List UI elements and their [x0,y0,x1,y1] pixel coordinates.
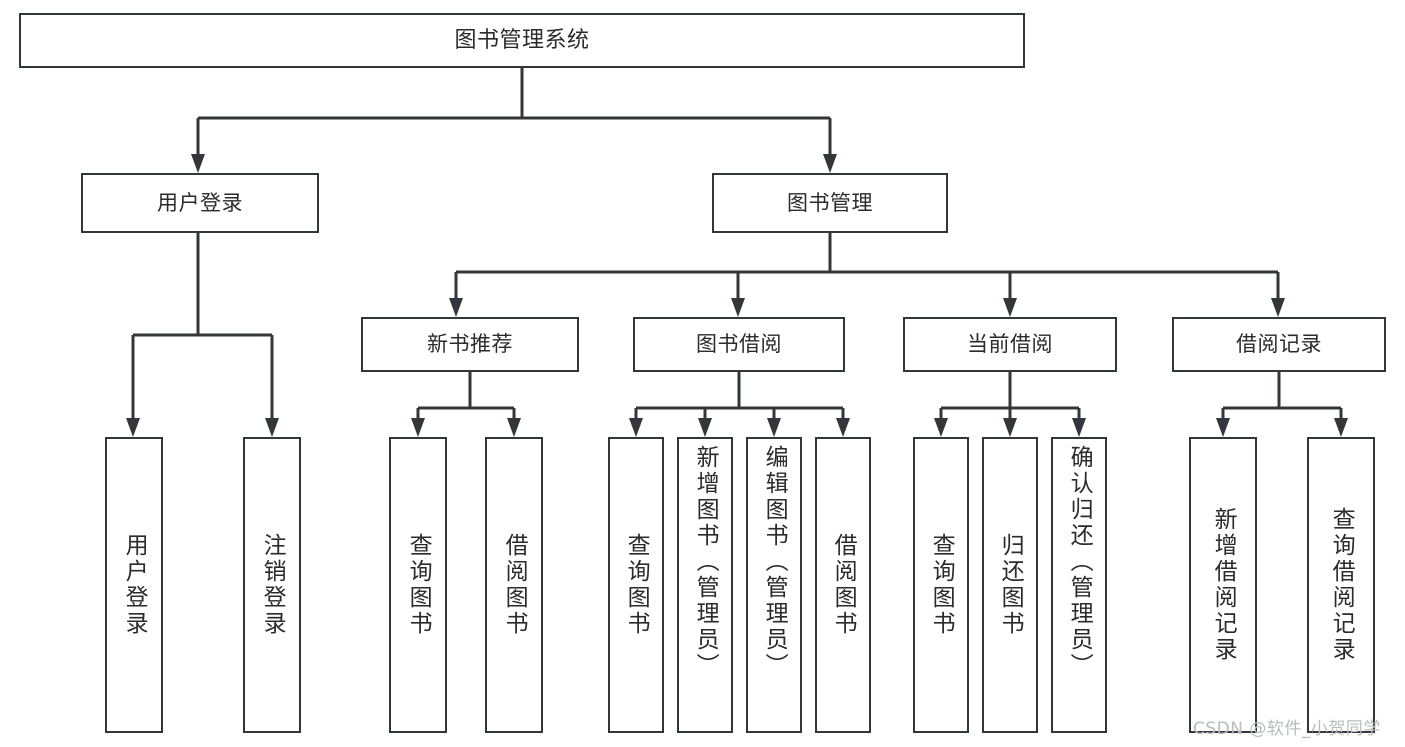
node-leaf-borrow-book-2[interactable]: 借阅图书 [815,437,871,733]
arrow-heads [126,154,1348,437]
node-leaf-confirm-return[interactable]: 确认归还（管理员） [1051,437,1107,733]
node-label: 借阅记录 [1236,332,1322,357]
node-label: 新书推荐 [427,332,513,357]
node-book-manage[interactable]: 图书管理 [712,173,948,233]
node-leaf-query-book-2[interactable]: 查询图书 [608,437,664,733]
node-label: 图书管理 [787,190,873,215]
node-label: 当前借阅 [967,332,1053,357]
node-label: 查询图书 [623,533,650,637]
node-label: 查询图书 [928,533,955,637]
node-label: 用户登录 [121,533,148,637]
node-leaf-query-record[interactable]: 查询借阅记录 [1307,437,1375,733]
node-label: 新增图书（管理员） [692,445,719,679]
node-label: 用户登录 [157,190,243,215]
node-label: 图书借阅 [696,332,782,357]
node-current-borrow[interactable]: 当前借阅 [903,317,1117,372]
node-leaf-add-record[interactable]: 新增借阅记录 [1189,437,1257,733]
node-leaf-user-login[interactable]: 用户登录 [105,437,163,733]
node-leaf-edit-book[interactable]: 编辑图书（管理员） [746,437,802,733]
node-label: 新增借阅记录 [1210,507,1237,663]
node-label: 查询图书 [405,533,432,637]
node-leaf-query-book-3[interactable]: 查询图书 [913,437,969,733]
node-label: 借阅图书 [501,533,528,637]
node-label: 编辑图书（管理员） [761,445,788,679]
node-user-login[interactable]: 用户登录 [81,173,319,233]
node-new-book-recommend[interactable]: 新书推荐 [361,317,579,372]
node-leaf-return-book[interactable]: 归还图书 [982,437,1038,733]
node-label: 归还图书 [997,533,1024,637]
node-book-borrow[interactable]: 图书借阅 [633,317,845,372]
node-label: 确认归还（管理员） [1066,445,1093,679]
node-leaf-query-book-1[interactable]: 查询图书 [389,437,447,733]
node-label: 图书管理系统 [454,27,590,53]
node-leaf-logout[interactable]: 注销登录 [243,437,301,733]
node-root[interactable]: 图书管理系统 [19,13,1025,68]
node-label: 借阅图书 [830,533,857,637]
node-leaf-borrow-book-1[interactable]: 借阅图书 [485,437,543,733]
node-label: 注销登录 [259,533,286,637]
watermark-text: CSDN @软件_小贺同学 [1193,719,1381,739]
node-label: 查询借阅记录 [1328,507,1355,663]
node-borrow-record[interactable]: 借阅记录 [1172,317,1386,372]
node-leaf-add-book[interactable]: 新增图书（管理员） [677,437,733,733]
